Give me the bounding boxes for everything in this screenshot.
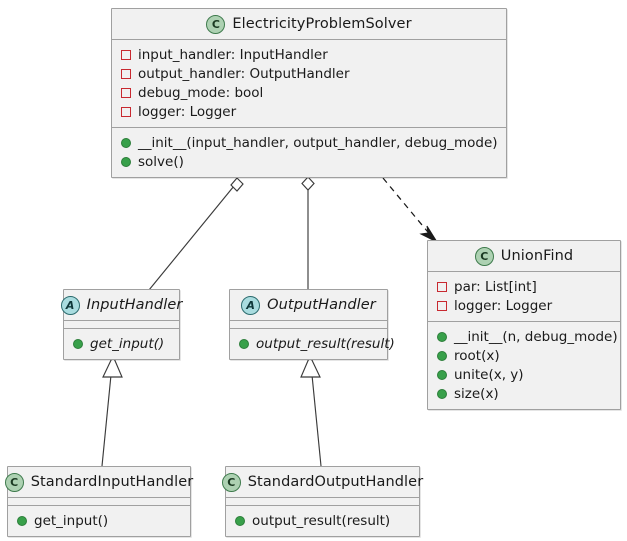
abstract-badge-icon: A [60, 295, 80, 315]
field-row: input_handler: InputHandler [112, 45, 506, 64]
class-header: C ElectricityProblemSolver [112, 9, 506, 40]
class-badge-icon: C [4, 472, 24, 492]
private-field-icon [437, 281, 447, 292]
class-box-standard-output-handler[interactable]: C StandardOutputHandler output_result(re… [221, 466, 423, 537]
methods-compartment: __init__(input_handler, output_handler, … [112, 127, 506, 177]
method-label: __init__(input_handler, output_handler, … [138, 134, 498, 151]
dependency-line [382, 177, 433, 238]
method-row: solve() [112, 152, 506, 171]
private-field-icon [121, 49, 131, 60]
method-label: __init__(n, debug_mode) [454, 328, 618, 345]
field-row: logger: Logger [428, 296, 620, 315]
private-field-icon [437, 300, 447, 311]
private-field-icon [121, 106, 131, 117]
field-label: output_handler: OutputHandler [138, 65, 350, 82]
method-label: get_input() [90, 335, 165, 352]
relationship-standard-input-handler-extends-input-handler [101, 354, 123, 467]
field-label: logger: Logger [138, 103, 237, 120]
method-label: output_result(result) [252, 512, 391, 529]
method-label: get_input() [34, 512, 109, 529]
method-row: get_input() [64, 334, 179, 353]
aggregation-line-input [148, 185, 235, 291]
public-method-icon [17, 515, 27, 526]
field-row: par: List[int] [428, 277, 620, 296]
class-box-union-find[interactable]: C UnionFind par: List[int] logger: Logge… [427, 240, 621, 410]
method-label: output_result(result) [256, 335, 395, 352]
abstract-badge-icon: A [241, 295, 261, 315]
method-row: size(x) [428, 384, 620, 403]
method-label: size(x) [454, 385, 499, 402]
public-method-icon [121, 156, 131, 167]
method-row: output_result(result) [230, 334, 395, 353]
class-badge-icon: C [221, 472, 241, 492]
class-name: ElectricityProblemSolver [232, 16, 412, 32]
class-header: C StandardInputHandler [4, 467, 193, 498]
class-header: A InputHandler [60, 290, 182, 321]
relationship-solver-aggregates-input-handler [148, 177, 244, 291]
hollow-diamond-icon [230, 177, 244, 192]
methods-compartment: output_result(result) [230, 328, 395, 359]
method-row: root(x) [428, 346, 620, 365]
method-row: __init__(input_handler, output_handler, … [112, 133, 506, 152]
relationship-standard-output-handler-extends-output-handler [300, 354, 322, 467]
hollow-triangle-icon [300, 354, 321, 378]
fields-compartment [64, 321, 179, 328]
field-row: logger: Logger [112, 102, 506, 121]
class-header: A OutputHandler [230, 290, 387, 321]
class-box-output-handler[interactable]: A OutputHandler output_result(result) [229, 289, 395, 360]
method-label: root(x) [454, 347, 500, 364]
hollow-triangle-icon [102, 354, 123, 378]
class-name: InputHandler [86, 297, 183, 313]
field-row: debug_mode: bool [112, 83, 506, 102]
fields-compartment: input_handler: InputHandler output_handl… [112, 40, 506, 127]
fields-compartment [8, 498, 190, 505]
class-box-standard-input-handler[interactable]: C StandardInputHandler get_input() [4, 466, 193, 537]
public-method-icon [437, 350, 447, 361]
public-method-icon [437, 331, 447, 342]
class-badge-icon: C [474, 246, 494, 266]
class-badge-icon: C [206, 14, 226, 34]
public-method-icon [235, 515, 245, 526]
private-field-icon [121, 87, 131, 98]
methods-compartment: get_input() [64, 328, 179, 359]
methods-compartment: get_input() [8, 505, 190, 536]
field-row: output_handler: OutputHandler [112, 64, 506, 83]
inheritance-line-input [101, 374, 112, 467]
public-method-icon [121, 137, 131, 148]
private-field-icon [121, 68, 131, 79]
relationship-solver-depends-union-find [382, 177, 439, 244]
method-label: unite(x, y) [454, 366, 524, 383]
public-method-icon [437, 369, 447, 380]
class-name: UnionFind [500, 248, 574, 264]
field-label: par: List[int] [454, 278, 537, 295]
field-label: debug_mode: bool [138, 84, 264, 101]
public-method-icon [437, 388, 447, 399]
field-label: input_handler: InputHandler [138, 46, 328, 63]
method-row: get_input() [8, 511, 190, 530]
inheritance-line-output [311, 374, 322, 467]
class-box-input-handler[interactable]: A InputHandler get_input() [60, 289, 182, 360]
method-row: __init__(n, debug_mode) [428, 327, 620, 346]
method-row: output_result(result) [226, 511, 419, 530]
public-method-icon [239, 338, 249, 349]
fields-compartment [226, 498, 419, 505]
class-name: StandardOutputHandler [247, 474, 424, 490]
class-header: C StandardOutputHandler [221, 467, 423, 498]
method-row: unite(x, y) [428, 365, 620, 384]
public-method-icon [73, 338, 83, 349]
method-label: solve() [138, 153, 184, 170]
methods-compartment: output_result(result) [226, 505, 419, 536]
relationship-solver-aggregates-output-handler [301, 176, 315, 290]
class-header: C UnionFind [428, 241, 620, 272]
filled-arrow-icon [419, 225, 439, 244]
fields-compartment: par: List[int] logger: Logger [428, 272, 620, 321]
class-name: StandardInputHandler [30, 474, 194, 490]
hollow-diamond-icon [301, 176, 315, 191]
field-label: logger: Logger [454, 297, 553, 314]
methods-compartment: __init__(n, debug_mode) root(x) unite(x,… [428, 321, 620, 409]
class-name: OutputHandler [267, 297, 376, 313]
fields-compartment [230, 321, 387, 328]
class-box-electricity-problem-solver[interactable]: C ElectricityProblemSolver input_handler… [111, 8, 507, 178]
